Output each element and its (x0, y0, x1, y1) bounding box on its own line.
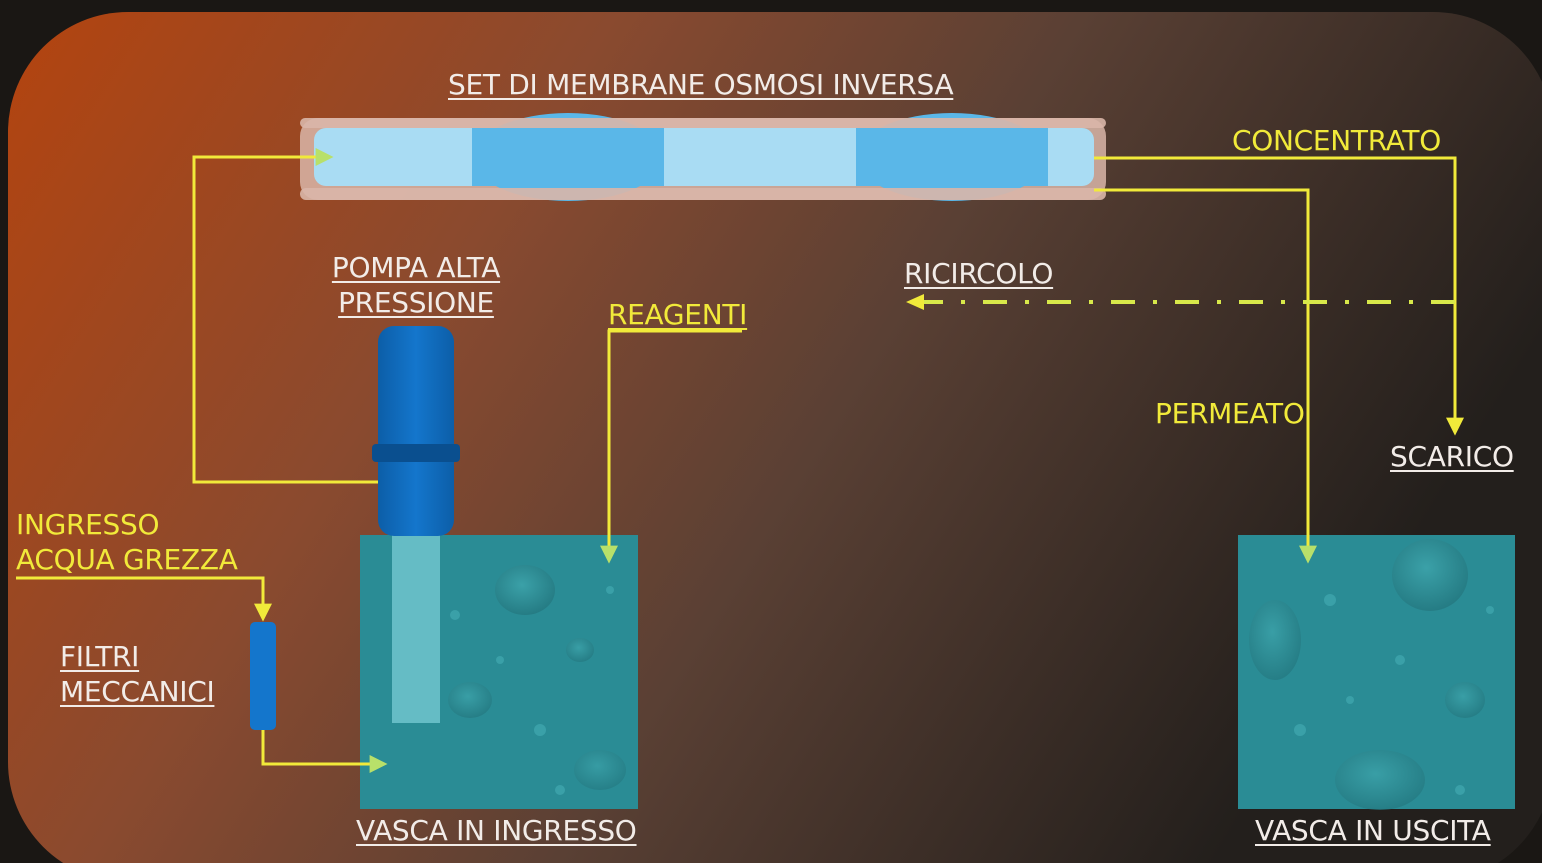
pump-to-membrane-line (192, 148, 378, 484)
inlet-label-line1: INGRESSO (16, 508, 160, 541)
discharge-label: SCARICO (1390, 440, 1514, 473)
outlet-tank-label: VASCA IN USCITA (1255, 814, 1491, 847)
mechanical-filters-label: FILTRI MECCANICI (60, 639, 215, 709)
inlet-tank-label: VASCA IN INGRESSO (356, 814, 637, 847)
inlet-raw-water-label: INGRESSO ACQUA GREZZA (16, 507, 238, 577)
diagram-title: SET DI MEMBRANE OSMOSI INVERSA (448, 68, 954, 101)
concentrate-label: CONCENTRATO (1232, 124, 1441, 157)
filters-label-line2: MECCANICI (60, 675, 215, 708)
concentrate-line (1094, 156, 1464, 436)
inlet-to-filter-line (16, 576, 272, 622)
filter-to-tank-line (261, 730, 388, 773)
pump-label-line1: POMPA ALTA (331, 251, 501, 284)
recirculation-line (906, 294, 1455, 310)
filters-label-line1: FILTRI (60, 640, 140, 673)
membrane-set (300, 113, 1106, 201)
recirculation-label: RICIRCOLO (904, 257, 1054, 290)
permeate-label: PERMEATO (1155, 397, 1305, 430)
inlet-label-line2: ACQUA GREZZA (16, 543, 238, 576)
inlet-tank (360, 535, 638, 809)
pump-label-line2: PRESSIONE (338, 286, 494, 319)
high-pressure-pump (372, 326, 460, 536)
outlet-tank (1238, 535, 1515, 810)
reagents-label: REAGENTI (608, 298, 748, 331)
reagents-line (600, 329, 742, 564)
permeate-line (1094, 188, 1317, 564)
mechanical-filter (250, 622, 276, 730)
pump-label: POMPA ALTA PRESSIONE (300, 250, 532, 320)
